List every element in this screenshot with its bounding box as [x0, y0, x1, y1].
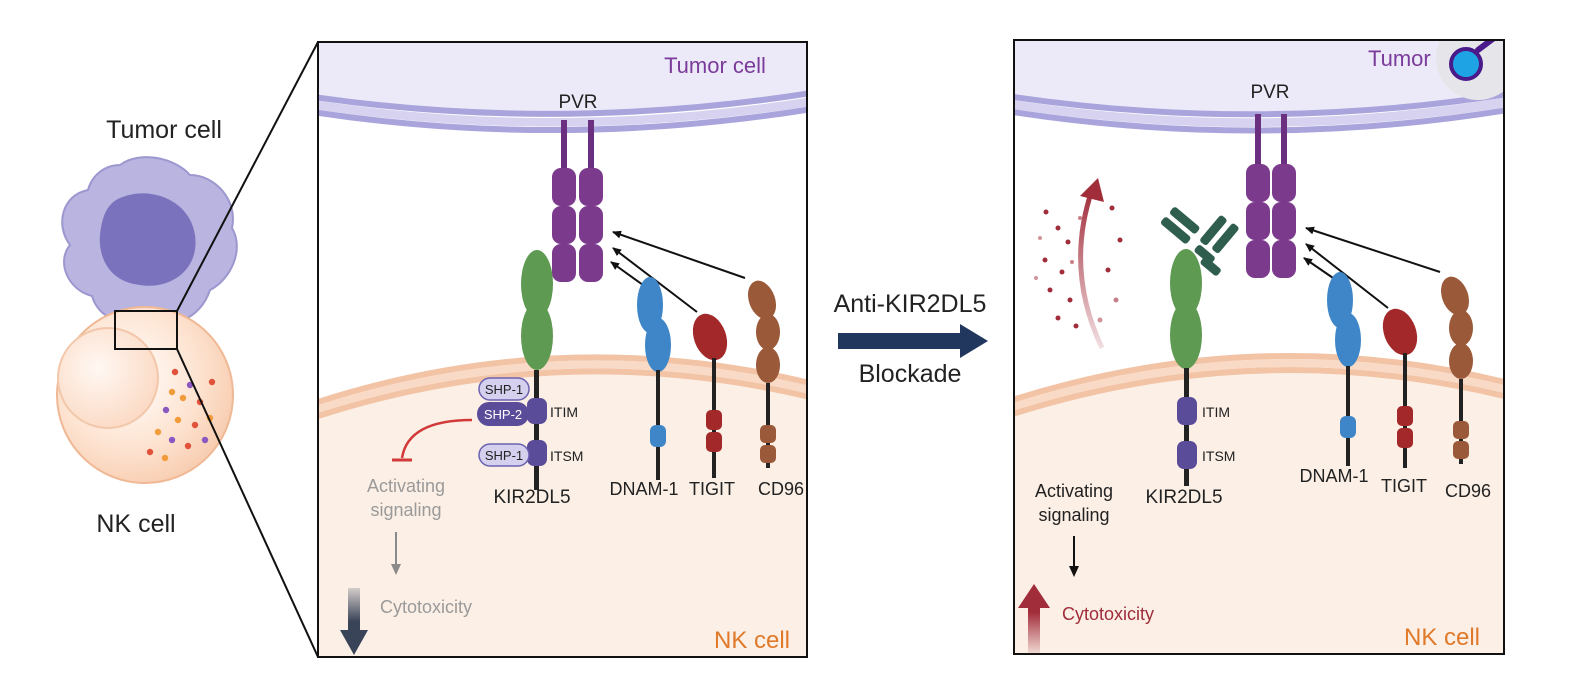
right-activating-1: Activating — [1035, 481, 1113, 501]
right-activation: Activating signaling Cytotoxicity — [1018, 481, 1154, 654]
right-pvr-label: PVR — [1250, 82, 1289, 103]
right-tigit-receptor: TIGIT — [1381, 308, 1427, 496]
left-cd96-label: CD96 — [758, 479, 804, 499]
left-activating-1: Activating — [367, 476, 445, 496]
overview-illustration: Tumor cell NK cell — [56, 41, 319, 658]
right-dnam-label: DNAM-1 — [1299, 466, 1368, 486]
left-shp1-top: SHP-1 — [485, 382, 523, 397]
left-itim: ITIM — [550, 404, 578, 420]
left-nk-label: NK cell — [714, 627, 790, 654]
arrow-top-label: Anti-KIR2DL5 — [834, 290, 987, 318]
overview-nk-nucleus — [57, 327, 159, 429]
right-itsm: ITSM — [1202, 448, 1235, 464]
left-tigit-label: TIGIT — [689, 479, 735, 499]
left-shp1-bottom: SHP-1 — [485, 448, 523, 463]
left-inhibition: Activating signaling Cytotoxicity — [340, 418, 472, 655]
blockade-arrow: Anti-KIR2DL5 Blockade — [834, 290, 988, 388]
left-activating-2: signaling — [370, 500, 441, 520]
left-kir2dl5-receptor: ITIM ITSM SHP-1 SHP-2 SHP-1 KIR2DL5 — [477, 250, 583, 508]
magnifier-icon[interactable] — [1436, 16, 1520, 100]
right-cd96-receptor: CD96 — [1440, 276, 1491, 501]
right-dnam1-receptor: DNAM-1 — [1299, 272, 1369, 486]
left-dnam1-receptor: DNAM-1 — [609, 277, 679, 499]
overview-nk-label: NK cell — [96, 510, 175, 538]
right-tumor-label: Tumor — [1368, 46, 1431, 71]
right-panel-frame — [1013, 39, 1505, 655]
left-dnam-label: DNAM-1 — [609, 479, 678, 499]
overview-tumor-nucleus — [99, 193, 196, 286]
left-pvr-receptor: PVR — [552, 92, 603, 282]
right-kir2dl5-receptor: ITIM ITSM KIR2DL5 — [1145, 249, 1235, 508]
right-itim: ITIM — [1202, 404, 1230, 420]
granule-release — [1034, 178, 1123, 350]
left-tumor-label: Tumor cell — [664, 53, 766, 78]
right-kir-label: KIR2DL5 — [1145, 487, 1222, 508]
right-nk-label: NK cell — [1404, 624, 1480, 651]
left-pvr-label: PVR — [558, 92, 597, 113]
left-itsm: ITSM — [550, 448, 583, 464]
zoom-box — [114, 310, 178, 350]
overview-tumor-label: Tumor cell — [106, 116, 222, 144]
right-panel — [1014, 16, 1520, 654]
left-tigit-receptor: TIGIT — [689, 313, 735, 499]
right-activating-2: signaling — [1038, 505, 1109, 525]
left-cytotoxicity: Cytotoxicity — [380, 597, 472, 617]
right-pvr-receptor: PVR — [1246, 82, 1296, 278]
antibody — [1160, 207, 1239, 276]
right-cd96-label: CD96 — [1445, 481, 1491, 501]
right-tigit-label: TIGIT — [1381, 476, 1427, 496]
left-panel-frame — [317, 41, 808, 658]
arrow-bottom-label: Blockade — [859, 360, 962, 388]
left-kir-label: KIR2DL5 — [493, 487, 570, 508]
left-cd96-receptor: CD96 — [747, 280, 804, 499]
left-shp2: SHP-2 — [484, 407, 522, 422]
right-cytotoxicity: Cytotoxicity — [1062, 604, 1154, 624]
